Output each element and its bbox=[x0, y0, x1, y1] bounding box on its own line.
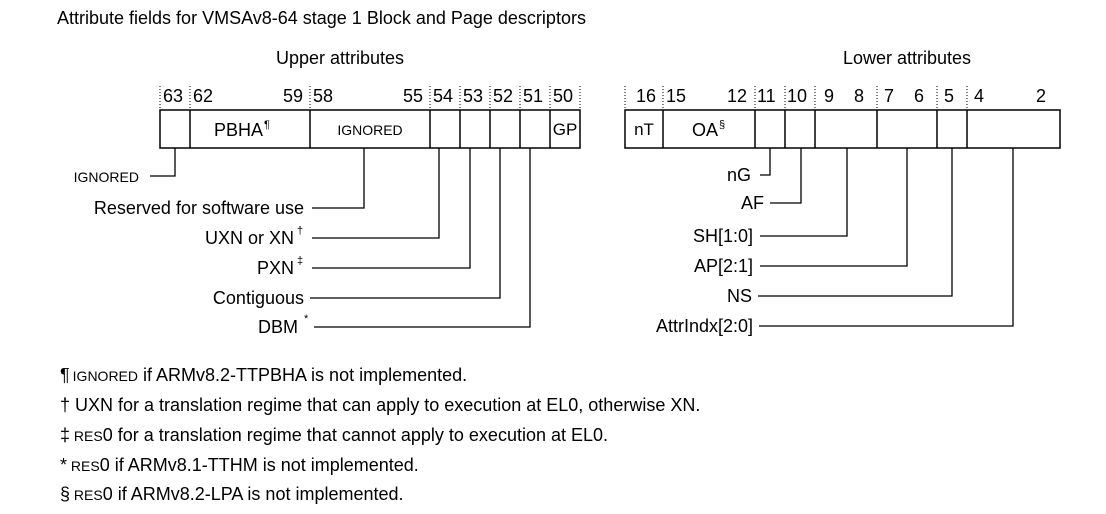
bit-7: 7 bbox=[884, 86, 894, 106]
footnote-dbm: * RES0 if ARMv8.1-TTHM is not implemente… bbox=[60, 455, 419, 475]
footnote-oa: § RES0 if ARMv8.2-LPA is not implemented… bbox=[60, 484, 404, 504]
diagram-title: Attribute fields for VMSAv8-64 stage 1 B… bbox=[57, 8, 586, 28]
upper-bit-numbers: 63 62 59 58 55 54 53 52 51 50 bbox=[163, 86, 573, 106]
bit-63: 63 bbox=[163, 86, 183, 106]
bit-59: 59 bbox=[283, 86, 303, 106]
label-ng: nG bbox=[727, 165, 751, 185]
bit-52: 52 bbox=[493, 86, 513, 106]
bit-16: 16 bbox=[636, 86, 656, 106]
label-pxn: PXN bbox=[257, 258, 294, 278]
footnote-pbha: ¶IGNORED if ARMv8.2-TTPBHA is not implem… bbox=[60, 365, 467, 385]
bit-9: 9 bbox=[824, 86, 834, 106]
label-sh: SH[1:0] bbox=[693, 226, 753, 246]
field-pbha-mark: ¶ bbox=[264, 119, 270, 131]
bit-2: 2 bbox=[1036, 86, 1046, 106]
label-af: AF bbox=[741, 193, 764, 213]
bit-11: 11 bbox=[757, 86, 776, 106]
bit-4: 4 bbox=[974, 86, 984, 106]
bit-15: 15 bbox=[666, 86, 686, 106]
lower-attributes-register: nT OA § bbox=[624, 109, 1061, 149]
label-dbm: DBM bbox=[258, 317, 298, 337]
upper-labels: IGNORED Reserved for software use UXN or… bbox=[74, 169, 309, 337]
field-oa-mark: § bbox=[719, 119, 725, 131]
footnote-pxn: ‡ RES0 for a translation regime that can… bbox=[60, 425, 608, 445]
field-ignored: IGNORED bbox=[337, 122, 402, 138]
label-attrindx: AttrIndx[2:0] bbox=[656, 316, 753, 336]
label-ap: AP[2:1] bbox=[694, 256, 753, 276]
label-pxn-mark: ‡ bbox=[297, 255, 303, 267]
footnotes: ¶IGNORED if ARMv8.2-TTPBHA is not implem… bbox=[60, 365, 700, 504]
footnote-uxn: † UXN for a translation regime that can … bbox=[60, 395, 700, 415]
bit-10: 10 bbox=[787, 86, 807, 106]
label-uxn-or-xn: UXN or XN bbox=[205, 228, 294, 248]
label-ns: NS bbox=[727, 286, 752, 306]
field-gp: GP bbox=[553, 120, 578, 139]
label-dbm-mark: * bbox=[304, 313, 309, 325]
lower-attributes-heading: Lower attributes bbox=[843, 48, 971, 68]
field-nt: nT bbox=[634, 120, 654, 139]
bit-62: 62 bbox=[193, 86, 213, 106]
bit-separators bbox=[159, 86, 968, 110]
lower-bit-numbers: 16 15 12 11 10 9 8 7 6 5 4 2 bbox=[636, 86, 1046, 106]
bit-53: 53 bbox=[463, 86, 483, 106]
bit-6: 6 bbox=[914, 86, 924, 106]
bit-5: 5 bbox=[944, 86, 954, 106]
upper-attributes-register: PBHA ¶ IGNORED GP bbox=[159, 109, 581, 149]
bit-58: 58 bbox=[313, 86, 333, 106]
label-uxn-mark: † bbox=[297, 225, 303, 237]
label-contiguous: Contiguous bbox=[213, 288, 304, 308]
bit-51: 51 bbox=[523, 86, 543, 106]
field-pbha: PBHA bbox=[214, 120, 263, 140]
lower-leader-lines bbox=[758, 148, 1014, 327]
bit-8: 8 bbox=[854, 86, 864, 106]
field-oa: OA bbox=[692, 120, 718, 140]
label-reserved-for-software-use: Reserved for software use bbox=[94, 198, 304, 218]
upper-attributes-heading: Upper attributes bbox=[276, 48, 404, 68]
lower-labels: nG AF SH[1:0] AP[2:1] NS AttrIndx[2:0] bbox=[656, 165, 764, 336]
upper-leader-lines bbox=[150, 148, 531, 328]
bit-50: 50 bbox=[553, 86, 573, 106]
bit-12: 12 bbox=[727, 86, 747, 106]
bit-54: 54 bbox=[433, 86, 453, 106]
label-ignored: IGNORED bbox=[74, 169, 139, 185]
bit-55: 55 bbox=[403, 86, 423, 106]
